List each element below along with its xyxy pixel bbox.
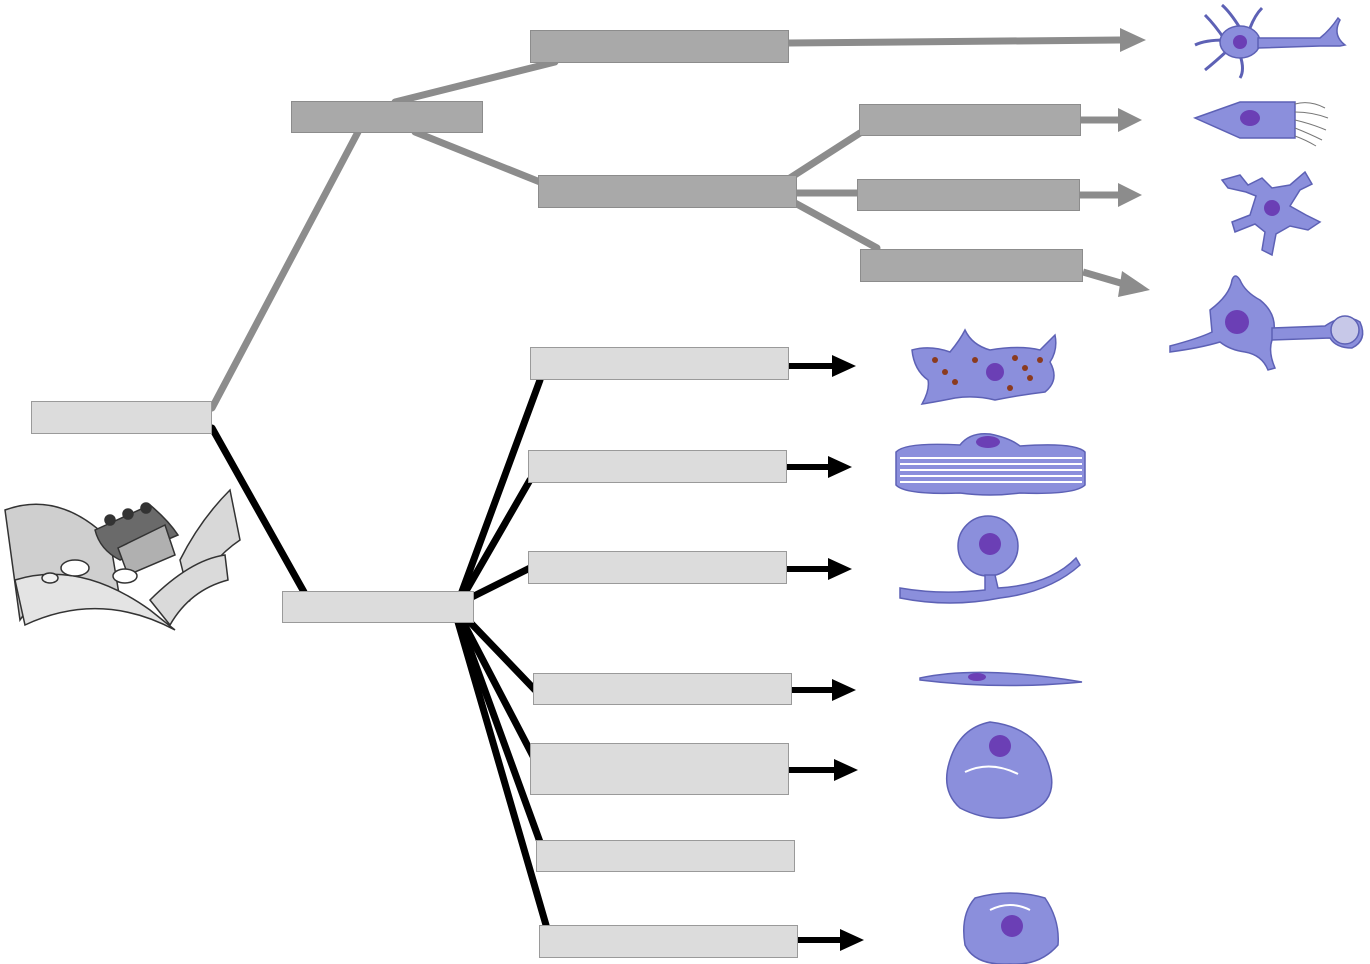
lower-branch-lines <box>208 376 550 929</box>
box-upper-b <box>538 175 797 208</box>
oligodendrocyte-cell-icon <box>1169 275 1364 371</box>
box-lower-5 <box>530 743 789 795</box>
round-cell-icon <box>963 892 1059 964</box>
triangular-cell-icon <box>945 721 1053 819</box>
astrocyte-cell-icon <box>1220 170 1322 257</box>
box-upper-group <box>291 101 483 133</box>
box-upper-b1 <box>859 104 1081 136</box>
box-lower-4 <box>533 673 792 705</box>
box-upper-a <box>530 30 789 63</box>
box-lower-2 <box>528 450 787 483</box>
box-root <box>31 401 212 434</box>
myelinating-cell-icon <box>899 515 1081 604</box>
box-upper-b2 <box>857 179 1080 211</box>
box-upper-b3 <box>860 249 1083 282</box>
myelin-sheath-cell-icon <box>895 432 1086 496</box>
ependymal-cell-icon <box>1192 101 1329 147</box>
neural-tube-illustration <box>4 488 241 631</box>
box-lower-group <box>282 591 474 623</box>
granular-cell-icon <box>911 328 1057 405</box>
upper-arrows <box>788 28 1150 297</box>
lower-arrows <box>787 355 864 951</box>
box-lower-7 <box>539 925 798 958</box>
box-lower-6 <box>536 840 795 872</box>
spindle-cell-icon <box>919 671 1083 687</box>
box-lower-1 <box>530 347 789 380</box>
neuron-cell-icon <box>1194 3 1347 79</box>
box-lower-3 <box>528 551 787 584</box>
upper-branch-lines <box>208 58 881 412</box>
